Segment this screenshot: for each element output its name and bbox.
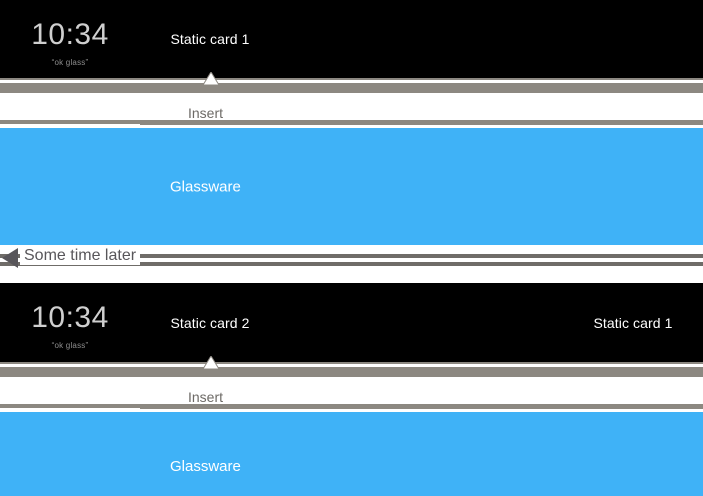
card-clock-before[interactable]: 10:34 “ok glass” (0, 0, 140, 78)
glassware-strip-2[interactable]: Glassware (0, 412, 703, 496)
clock-hint: “ok glass” (51, 58, 89, 67)
connector-rule-1b (140, 122, 703, 125)
card-label: Static card 1 (170, 31, 250, 47)
transition-rule-bottom (0, 262, 703, 266)
glassware-label-1: Glassware (170, 178, 241, 195)
glassware-strip-1[interactable]: Glassware (0, 128, 703, 245)
glassware-label-2: Glassware (170, 458, 241, 475)
some-time-later-label: Some time later (20, 247, 141, 265)
transition-rule-top (0, 254, 703, 258)
insert-arrowhead-up-2 (202, 356, 220, 370)
connector-band-1 (0, 83, 703, 93)
card-static-1-after[interactable]: Static card 1 (563, 283, 703, 362)
timeline-after: 10:34 “ok glass” Static card 2 Static ca… (0, 283, 703, 362)
card-clock-after[interactable]: 10:34 “ok glass” (0, 283, 140, 362)
card-label: Static card 2 (170, 314, 250, 331)
card-label: Static card 1 (593, 314, 673, 331)
insert-arrowhead-up-1 (202, 72, 220, 86)
connector-rule-2b (140, 406, 703, 409)
card-static-1-before[interactable]: Static card 1 (140, 0, 280, 78)
insert-label-2: Insert (188, 389, 224, 405)
timeline-before: 10:34 “ok glass” Static card 1 (0, 0, 703, 78)
clock-time: 10:34 (31, 301, 109, 334)
connector-hairline-top-1 (0, 78, 703, 80)
insert-label-1: Insert (188, 105, 224, 121)
card-static-2-after[interactable]: Static card 2 (140, 283, 280, 362)
some-time-later-arrowhead-left (2, 248, 18, 268)
clock-hint: “ok glass” (51, 341, 89, 350)
connector-hairline-top-2 (0, 362, 703, 364)
connector-band-2 (0, 367, 703, 377)
clock-time: 10:34 (31, 18, 109, 51)
